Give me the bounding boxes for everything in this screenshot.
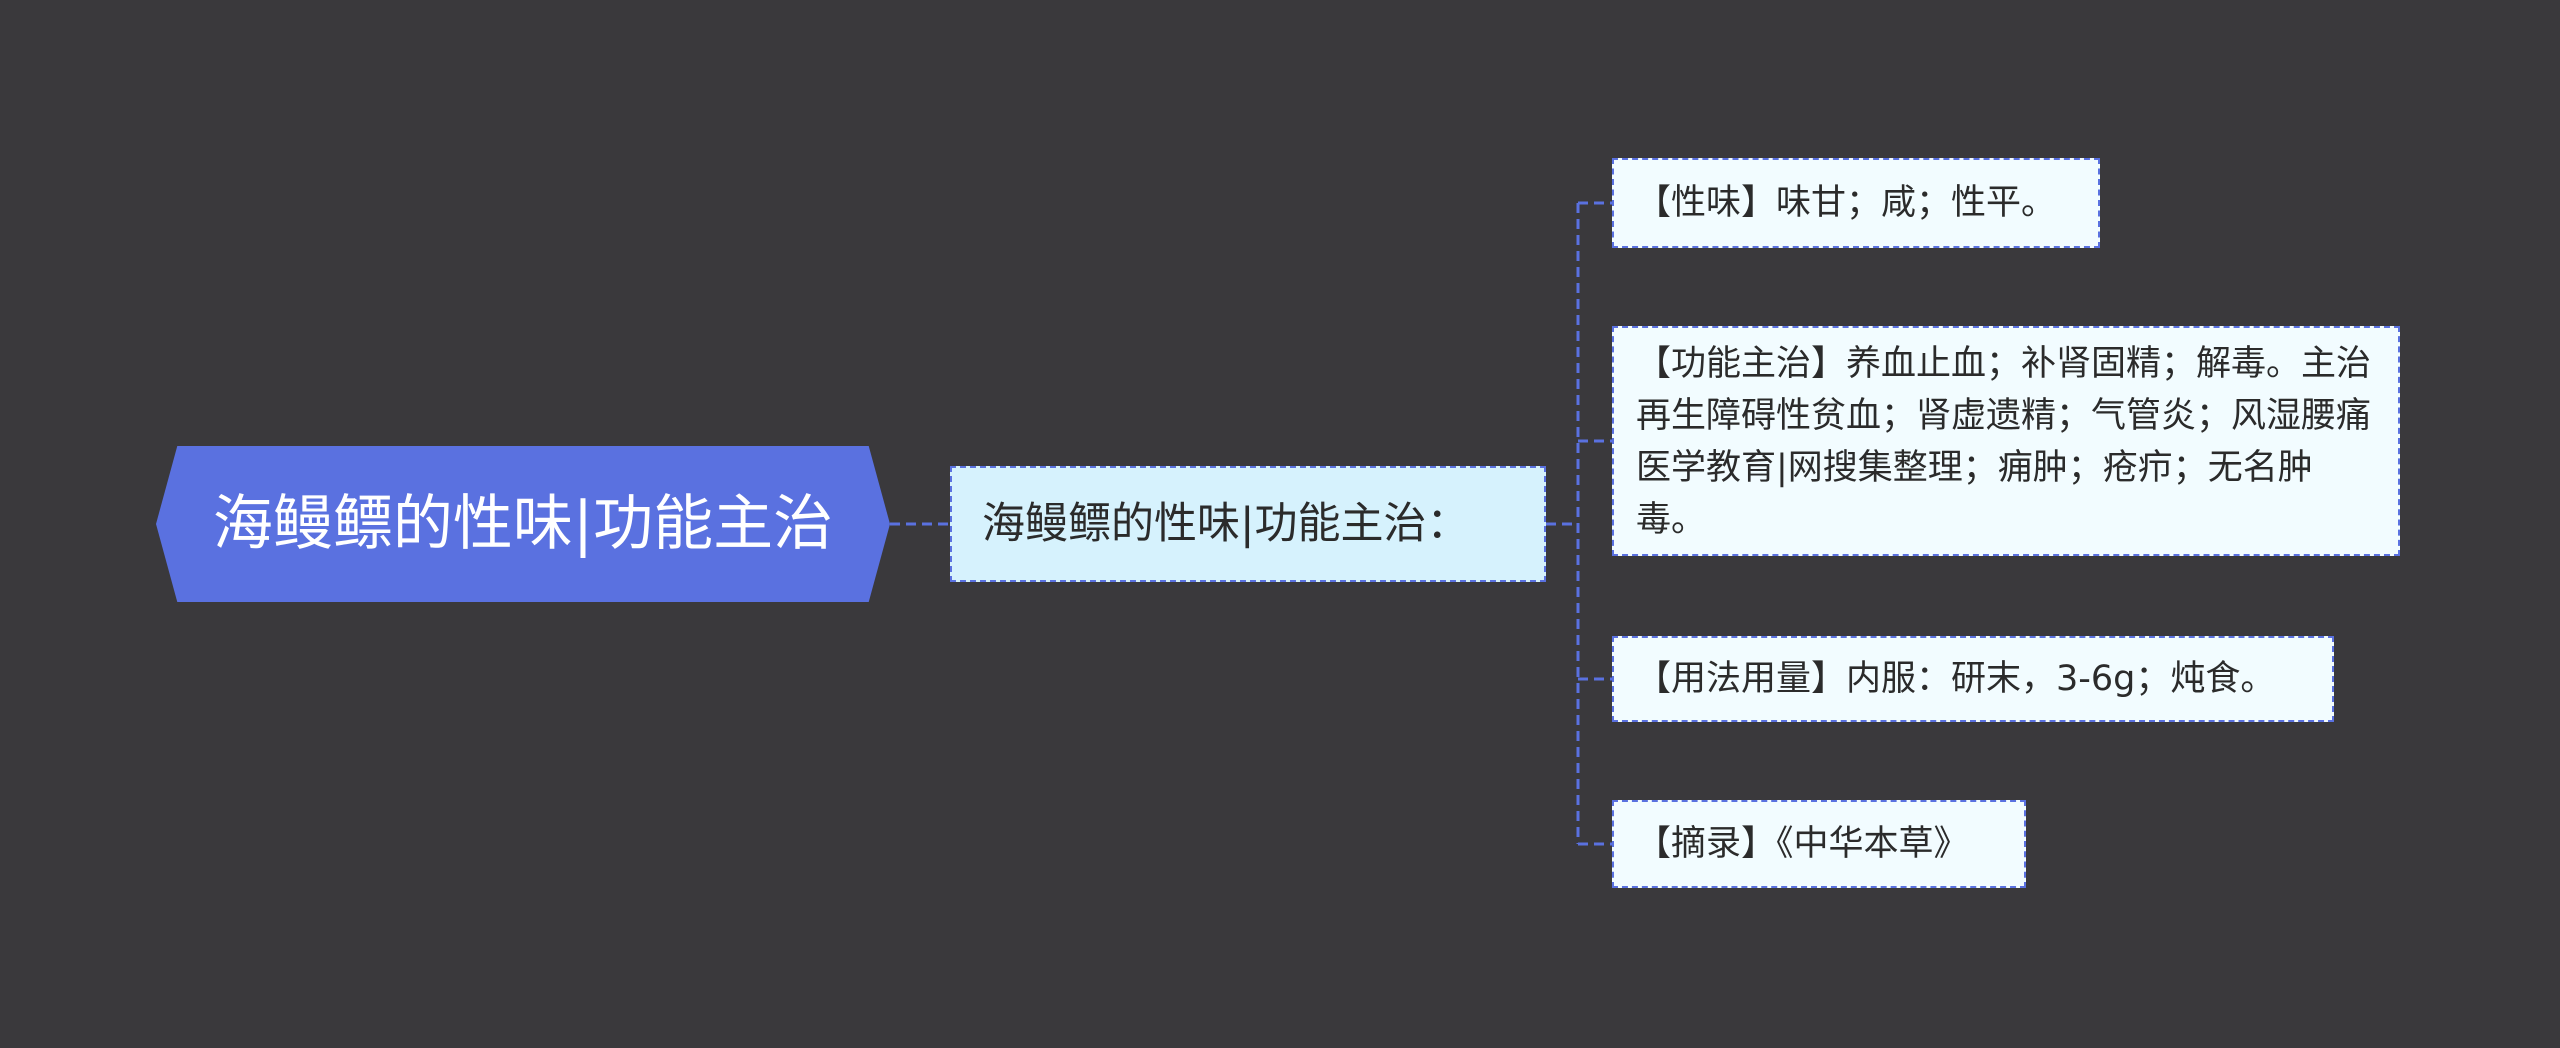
root-topic-node[interactable]: 海鳗鳔的性味|功能主治 [156,446,890,602]
leaf-node-dosage[interactable]: 【用法用量】内服：研末，3-6g；炖食。 [1612,636,2334,722]
leaf-node-taste[interactable]: 【性味】味甘；咸；性平。 [1612,158,2100,248]
leaf-node-source[interactable]: 【摘录】《中华本草》 [1612,800,2026,888]
leaf-node-function[interactable]: 【功能主治】养血止血；补肾固精；解毒。主治再生障碍性贫血；肾虚遗精；气管炎；风湿… [1612,326,2400,556]
sub-topic-node[interactable]: 海鳗鳔的性味|功能主治： [950,466,1546,582]
